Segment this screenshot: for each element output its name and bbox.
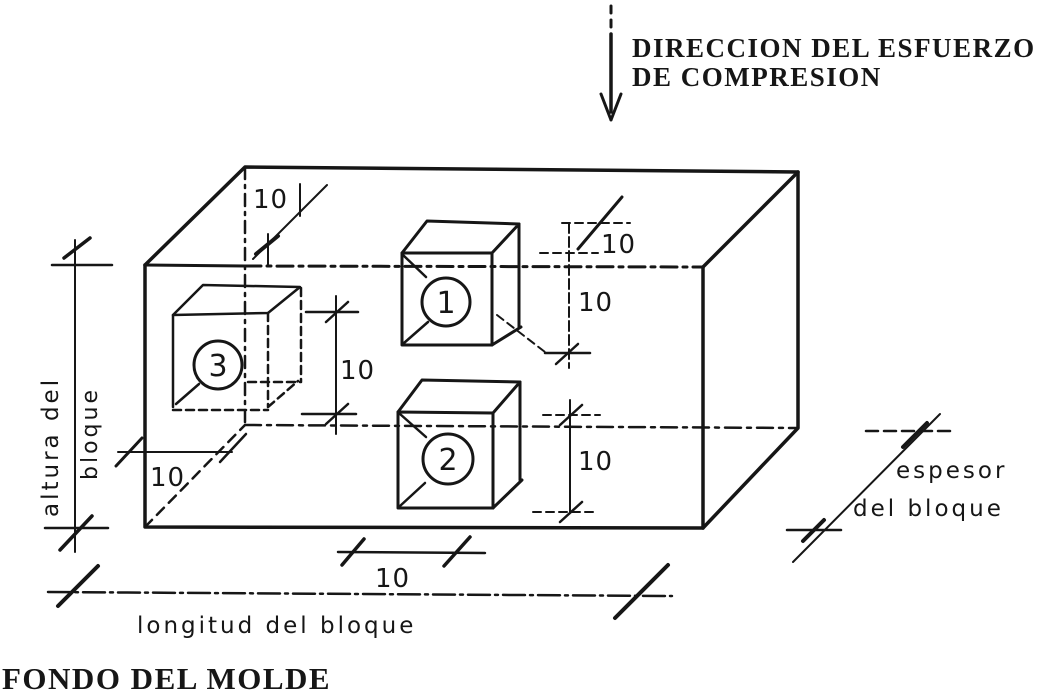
length-dimension-line [46, 563, 674, 620]
thickness-dimension-line [785, 413, 954, 563]
cube-1-number: 1 [436, 286, 455, 321]
dim-bottom-left-depth: 10 [150, 463, 185, 493]
bottom-left-depth-dimension-line [114, 432, 248, 468]
cube-1-badge [420, 276, 472, 328]
dim-cube1-above: 10 [601, 230, 636, 260]
compression-direction-label-line1: DIRECCION DEL ESFUERZO [632, 33, 1036, 63]
bottom-width-dimension-line [336, 535, 487, 568]
cube-2-number: 2 [438, 443, 457, 478]
block-hidden-edges [143, 165, 800, 529]
cube1-dimension-line [539, 195, 631, 369]
cube-3-badge [192, 339, 244, 391]
dim-cube2-height: 10 [578, 447, 613, 477]
cube2-dimension-line [532, 399, 601, 524]
dim-cube1-height: 10 [578, 288, 613, 318]
cube-2 [396, 378, 524, 510]
cube-1 [400, 219, 546, 353]
cube-3 [171, 283, 303, 412]
dim-top-depth: 10 [253, 185, 288, 215]
dim-bottom-width: 10 [375, 564, 410, 594]
dim-cube3-height: 10 [340, 356, 375, 386]
length-label: longitud del bloque [137, 613, 416, 639]
compression-direction-label-line2: DE COMPRESION [632, 62, 882, 92]
cube3-dimension-line [300, 295, 360, 435]
height-label-line1: altura del [38, 377, 64, 517]
cube-3-number: 3 [208, 349, 227, 384]
top-depth-dimension-line [252, 183, 328, 266]
cube-2-badge [421, 432, 475, 486]
compression-arrow-icon [599, 4, 623, 122]
height-label-line2: bloque [78, 387, 103, 480]
thickness-label-line1: espesor [896, 458, 1007, 484]
mold-bottom-caption: FONDO DEL MOLDE [2, 661, 331, 695]
height-dimension-line [43, 236, 114, 553]
thickness-label-line2: del bloque [853, 496, 1004, 522]
